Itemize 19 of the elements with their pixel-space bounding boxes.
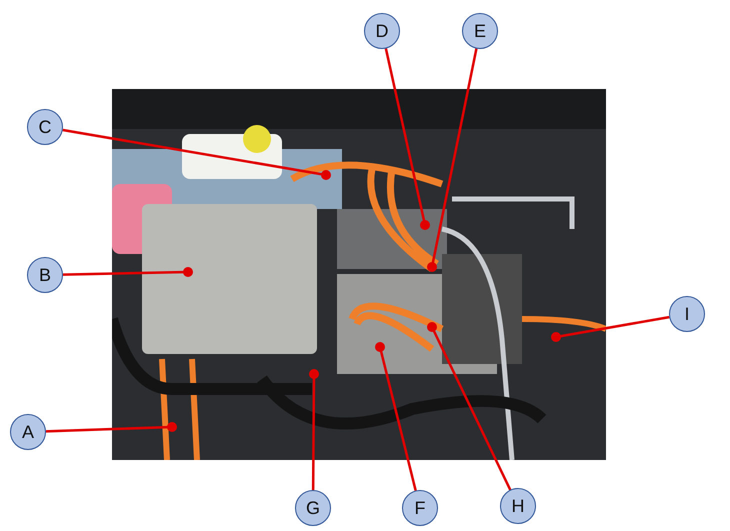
callout-letter: C — [27, 109, 63, 145]
callout-letter: A — [10, 414, 46, 450]
leader-line — [62, 128, 331, 180]
leader-line — [309, 369, 319, 490]
callout-letter: D — [364, 13, 400, 49]
callout-letter: I — [669, 296, 705, 332]
leader-line — [375, 342, 417, 491]
leader-line — [46, 422, 177, 433]
callout-letter: G — [295, 490, 331, 526]
callout-letter: E — [462, 13, 498, 49]
leader-line — [62, 267, 193, 277]
leader-line — [551, 316, 670, 342]
callout-letter: B — [27, 257, 63, 293]
callout-letter: H — [500, 488, 536, 524]
leader-line — [427, 322, 512, 490]
engine-bay-photo — [112, 89, 606, 460]
callout-letter: F — [402, 490, 438, 526]
leader-line — [384, 48, 430, 230]
leader-line — [427, 48, 478, 272]
